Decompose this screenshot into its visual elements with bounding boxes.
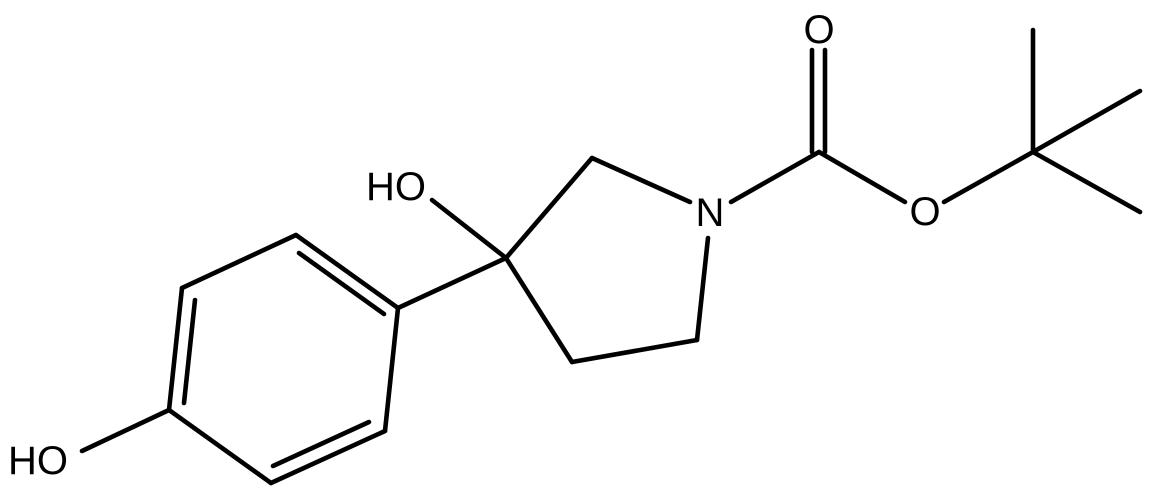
hydroxyphenyl-ring xyxy=(166,232,401,486)
atom-label-ring-nitrogen: N xyxy=(696,191,725,235)
bond-carbonyl-carbon-to-nitrogen xyxy=(728,149,822,205)
bond-ar5-ar6 xyxy=(268,428,388,486)
atom-label-tertiary-hydroxyl: HO xyxy=(366,165,426,209)
bond-tbu-methyl-right-up xyxy=(1030,88,1143,155)
bond-tbu-to-ester-oxygen xyxy=(941,149,1036,205)
bond-c4-to-c5 xyxy=(569,337,700,365)
bond-ar4-ar5 xyxy=(166,407,274,486)
atom-label-ester-oxygen: O xyxy=(909,190,940,234)
bond-aromatic-inner-2 xyxy=(181,297,198,406)
bond-c2-to-c3 xyxy=(503,155,595,261)
bond-ester-oxygen-to-carbonyl-carbon xyxy=(816,149,908,205)
pyrrolidine-ring xyxy=(503,155,711,365)
tert-butyl-group xyxy=(941,27,1143,215)
bond-ar1-ar2 xyxy=(293,232,401,311)
bond-ar2-ar3 xyxy=(179,232,299,291)
bond-aromatic-inner-1 xyxy=(296,250,387,317)
bond-ar3-ar4 xyxy=(166,285,185,413)
bond-aromatic-inner-3 xyxy=(270,419,372,469)
atom-label-phenol-hydroxyl: HO xyxy=(8,439,68,483)
bond-c3-to-phenyl xyxy=(395,255,509,311)
bond-c3-to-c4 xyxy=(503,255,575,365)
atom-label-carbonyl-oxygen: O xyxy=(803,8,834,52)
bond-tbu-methyl-right-down xyxy=(1030,149,1143,215)
bond-n-to-c2 xyxy=(589,155,693,205)
bond-c5-to-n xyxy=(694,235,711,343)
bond-ar6-ar1 xyxy=(382,305,401,434)
bond-ar4-to-phenol-hydroxyl xyxy=(79,407,172,454)
boc-carbonyl-group xyxy=(728,47,908,205)
bond-c3-to-hydroxyl xyxy=(429,197,509,261)
